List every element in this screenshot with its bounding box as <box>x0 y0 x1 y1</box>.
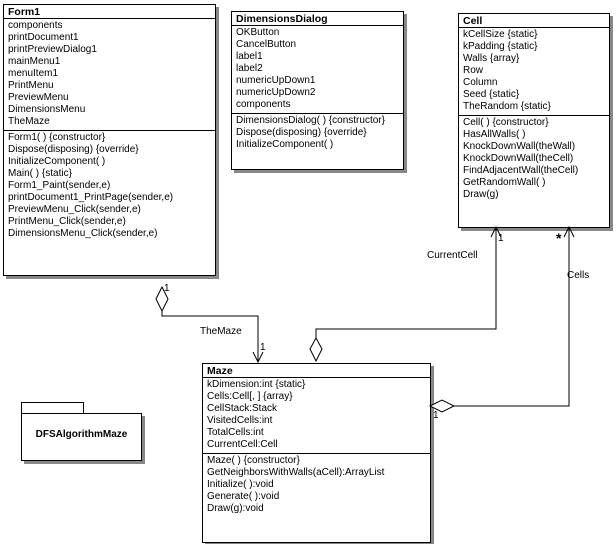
multiplicity-target-currentcell: 1 <box>498 233 504 244</box>
operation: GetRandomWall( ) <box>463 177 546 188</box>
multiplicity-target-cells: * <box>556 230 562 246</box>
operation: Draw(g) <box>463 189 499 200</box>
operations-section: Cell( ) {constructor} HasAllWalls( ) Kno… <box>459 115 609 203</box>
attributes-section: kDimension:int {static} Cells:Cell[, ] {… <box>203 377 430 453</box>
aggregation-diamond <box>309 336 323 363</box>
operation: PreviewMenu_Click(sender,e) <box>8 204 141 215</box>
association-currentcell <box>309 225 502 363</box>
attribute: label2 <box>236 63 263 74</box>
package-name: DFSAlgorithmMaze <box>35 429 128 440</box>
attribute: PreviewMenu <box>8 92 69 103</box>
operation: PrintMenu_Click(sender,e) <box>8 216 126 227</box>
attribute: TheRandom {static} <box>463 101 551 112</box>
multiplicity-source-cells: 1 <box>433 410 439 421</box>
attribute: kPadding {static} <box>463 41 538 52</box>
navigability-arrow <box>563 225 575 238</box>
attribute: VisitedCells:int <box>207 415 273 426</box>
attribute: kDimension:int {static} <box>207 379 306 390</box>
operation: InitializeComponent( ) <box>236 139 334 150</box>
association-themaze <box>155 285 264 364</box>
operation: KnockDownWall(theWall) <box>463 141 576 152</box>
role-label-cells: Cells <box>567 270 590 281</box>
attribute: TheMaze <box>8 116 50 127</box>
attribute: PrintMenu <box>8 80 54 91</box>
class-form1[interactable]: Form1 components printDocument1 printPre… <box>3 4 216 276</box>
role-label-themaze: TheMaze <box>200 326 242 337</box>
operation: Draw(g):void <box>207 503 264 514</box>
navigability-arrow <box>490 225 502 238</box>
class-name: Maze <box>207 365 233 377</box>
attribute: CellStack:Stack <box>207 403 278 414</box>
class-name: Form1 <box>8 6 41 18</box>
attribute: components <box>236 99 291 110</box>
attribute: Column <box>463 77 498 88</box>
operations-section: Maze( ) {constructor} GetNeighborsWithWa… <box>203 453 430 517</box>
class-dimensions-dialog[interactable]: DimensionsDialog OKButton CancelButton l… <box>231 11 404 170</box>
class-name: Cell <box>463 15 483 27</box>
operation: Main( ) {static} <box>8 168 72 179</box>
attribute: Row <box>463 65 484 76</box>
attribute: CurrentCell:Cell <box>207 439 278 450</box>
class-name: DimensionsDialog <box>236 13 328 25</box>
attribute: CancelButton <box>236 39 297 50</box>
attribute: printDocument1 <box>8 32 79 43</box>
operation: FindAdjacentWall(theCell) <box>463 165 579 176</box>
attribute: numericUpDown1 <box>236 75 316 86</box>
operation: Cell( ) {constructor} <box>463 117 549 128</box>
operation: Maze( ) {constructor} <box>207 455 300 466</box>
operation: GetNeighborsWithWalls(aCell):ArrayList <box>207 467 385 478</box>
attribute: OKButton <box>236 27 280 38</box>
attribute: label1 <box>236 51 263 62</box>
operation: Generate( ):void <box>207 491 280 502</box>
navigability-arrow <box>252 351 264 364</box>
multiplicity-source-themaze: 1 <box>164 283 170 294</box>
attribute: menuItem1 <box>8 68 59 79</box>
operation: Initialize( ):void <box>207 479 274 490</box>
association-cells <box>428 225 575 413</box>
operation: KnockDownWall(theCell) <box>463 153 574 164</box>
attribute: DimensionsMenu <box>8 104 86 115</box>
class-maze[interactable]: Maze kDimension:int {static} Cells:Cell[… <box>202 363 431 543</box>
attributes-section: components printDocument1 printPreviewDi… <box>4 18 215 130</box>
operations-section: Form1( ) {constructor} Dispose(disposing… <box>4 130 215 242</box>
attribute: kCellSize {static} <box>463 29 538 40</box>
attributes-section: OKButton CancelButton label1 label2 nume… <box>232 25 403 113</box>
multiplicity-target-themaze: 1 <box>260 342 266 353</box>
attribute: Cells:Cell[, ] {array} <box>207 391 293 402</box>
operation: Form1( ) {constructor} <box>8 132 106 143</box>
class-cell[interactable]: Cell kCellSize {static} kPadding {static… <box>458 13 610 228</box>
attribute: Seed {static} <box>463 89 520 100</box>
operation: Dispose(disposing) {override} <box>236 127 367 138</box>
operation: DimensionsMenu_Click(sender,e) <box>8 228 158 239</box>
operation: Form1_Paint(sender,e) <box>8 180 111 191</box>
operation: InitializeComponent( ) <box>8 156 106 167</box>
attribute: mainMenu1 <box>8 56 61 67</box>
operation: DimensionsDialog( ) {constructor} <box>236 115 385 126</box>
attribute: numericUpDown2 <box>236 87 316 98</box>
package-dfs-algorithm-maze[interactable] <box>21 413 142 461</box>
operations-section: DimensionsDialog( ) {constructor} Dispos… <box>232 113 403 153</box>
attribute: Walls {array} <box>463 53 520 64</box>
attributes-section: kCellSize {static} kPadding {static} Wal… <box>459 27 609 115</box>
attribute: components <box>8 20 63 31</box>
operation: Dispose(disposing) {override} <box>8 144 139 155</box>
attribute: printPreviewDialog1 <box>8 44 97 55</box>
role-label-currentcell: CurrentCell <box>427 250 478 261</box>
attribute: TotalCells:int <box>207 427 264 438</box>
operation: printDocument1_PrintPage(sender,e) <box>8 192 174 203</box>
operation: HasAllWalls( ) <box>463 129 526 140</box>
